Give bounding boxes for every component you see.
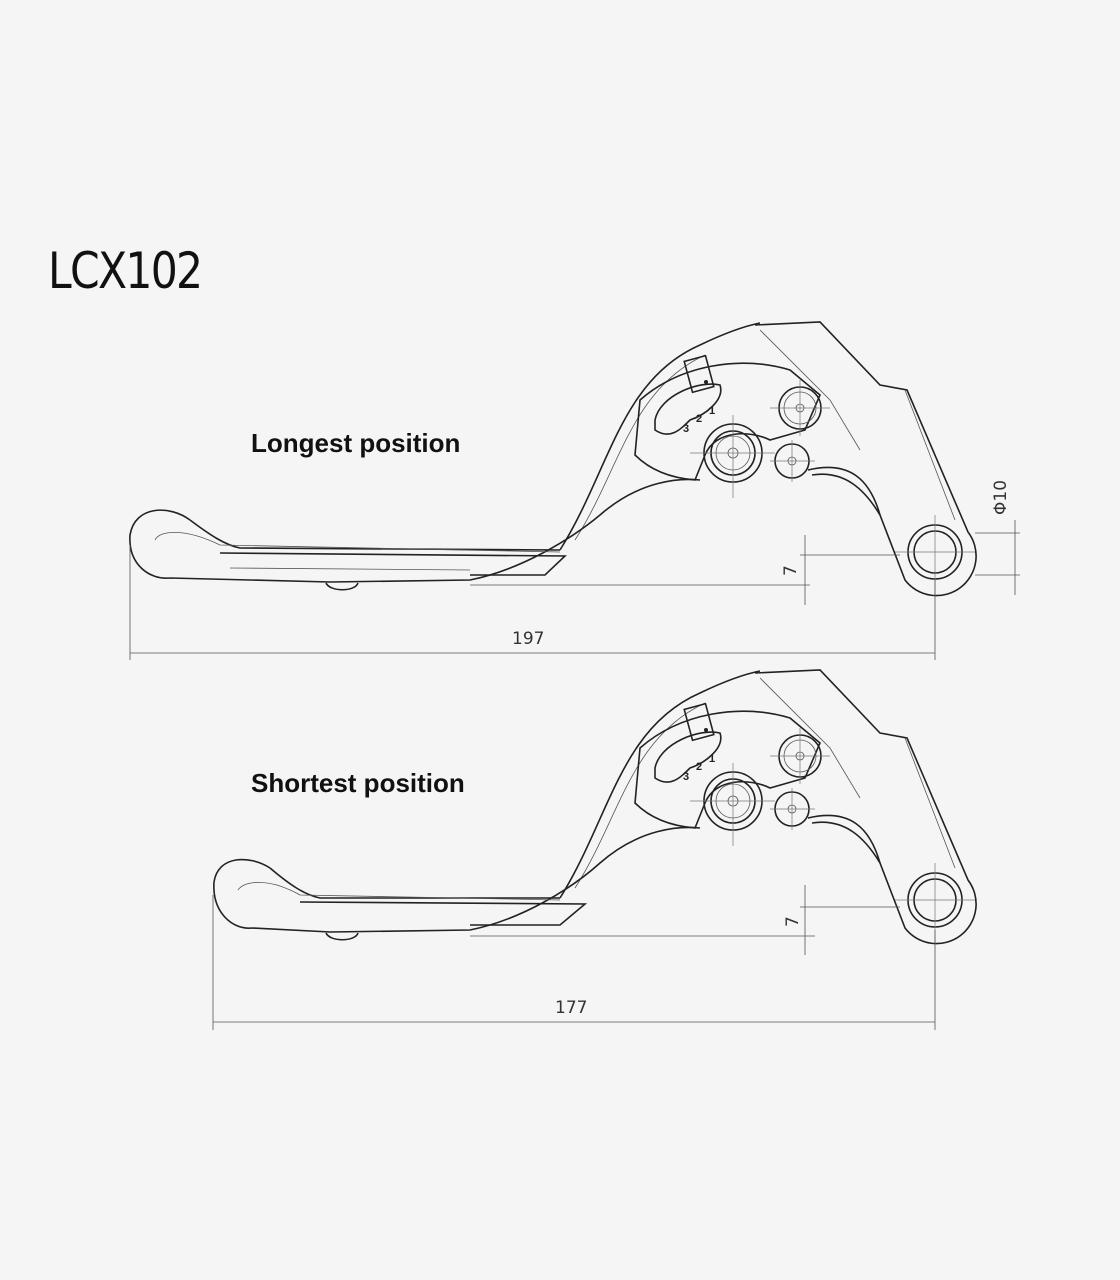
offset-dimension-7: 7	[783, 916, 803, 927]
model-title: LCX102	[48, 242, 203, 300]
shortest-position-label: Shortest position	[251, 768, 465, 798]
lever-longest: 197 7 Φ10	[129, 321, 1020, 660]
length-dimension-177: 177	[555, 998, 587, 1018]
longest-position-label: Longest position	[251, 428, 461, 458]
lever-shortest: 177 7	[212, 669, 977, 1030]
length-dimension-197: 197	[512, 629, 544, 649]
offset-dimension-7: 7	[781, 565, 801, 576]
diameter-dimension: Φ10	[991, 480, 1011, 515]
